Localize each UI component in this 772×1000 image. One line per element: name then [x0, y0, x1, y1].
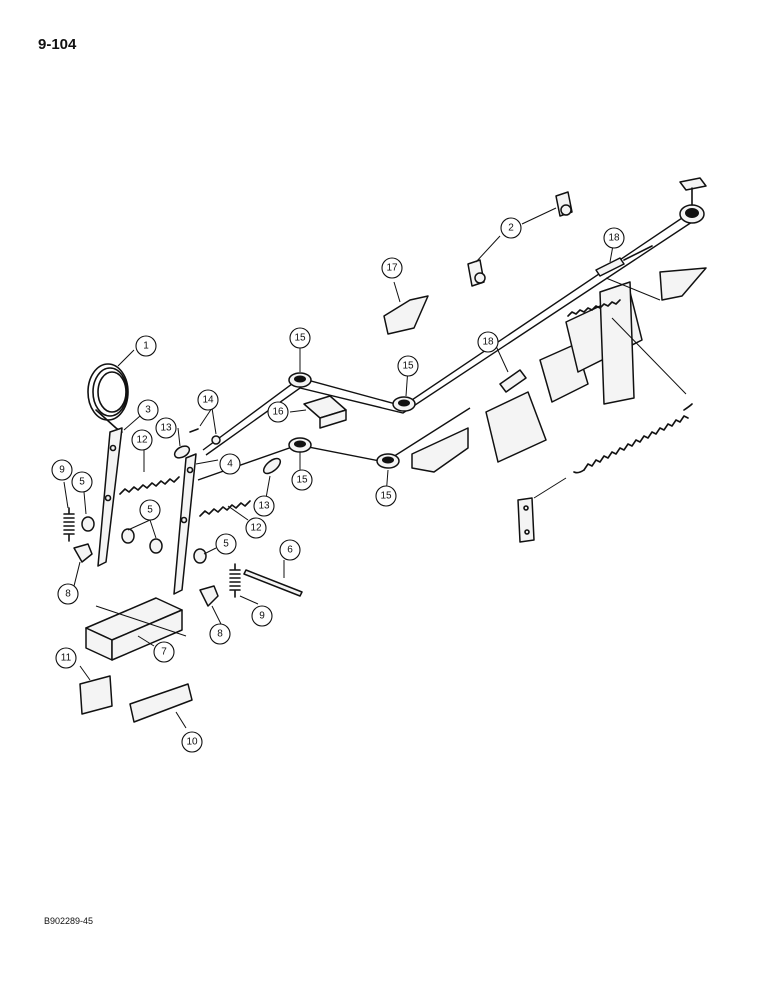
cable-clips: [467, 191, 573, 287]
cable-clevis-left: [173, 445, 191, 459]
pedal-base-bracket: [85, 597, 187, 661]
svg-text:14: 14: [202, 395, 214, 406]
latch-left: [73, 543, 93, 563]
svg-text:9: 9: [259, 611, 265, 622]
callout-17: 17: [381, 257, 403, 279]
upper-cable-return: [205, 221, 693, 456]
callout-5-left: 5: [71, 471, 93, 493]
callout-15-upper-right: 15: [397, 355, 419, 377]
svg-text:7: 7: [161, 647, 167, 658]
pulley-bracket: [303, 395, 347, 429]
callout-15-upper-left: 15: [289, 327, 311, 349]
page-number: 9-104: [38, 36, 77, 53]
callout-13-left: 13: [155, 417, 177, 439]
lower-cable: [197, 407, 471, 481]
svg-text:2: 2: [508, 223, 514, 234]
callout-15-lower-left: 15: [291, 469, 313, 491]
callout-1: 1: [135, 335, 157, 357]
pedal-shaft: [243, 569, 303, 597]
mounting-plate-bottom: [129, 683, 193, 723]
tension-spring-left: [63, 507, 75, 542]
mounting-plate-left: [79, 675, 113, 715]
pulley-upper-left: [288, 372, 312, 388]
svg-text:13: 13: [160, 423, 172, 434]
pulley-lower-right: [376, 453, 400, 469]
callout-18-upper: 18: [603, 227, 625, 249]
pulley-top-right: [679, 177, 707, 224]
pulley-upper-right: [392, 396, 416, 412]
linkage-mechanism: [411, 267, 707, 473]
svg-text:3: 3: [145, 405, 151, 416]
svg-text:18: 18: [482, 337, 494, 348]
svg-text:15: 15: [380, 491, 392, 502]
callout-6: 6: [279, 539, 301, 561]
rod-end-lower: [499, 369, 527, 393]
svg-text:11: 11: [61, 653, 72, 664]
pedal-arm-right: [173, 453, 197, 595]
svg-text:6: 6: [287, 545, 293, 556]
coiled-cable: [87, 363, 129, 433]
svg-text:4: 4: [227, 459, 233, 470]
long-tension-spring: [573, 403, 693, 474]
callout-12-right: 12: [245, 517, 267, 539]
svg-text:1: 1: [143, 341, 149, 352]
svg-text:12: 12: [136, 435, 148, 446]
pedal-arm-left: [97, 427, 123, 567]
callout-11: 11: [55, 647, 77, 669]
return-spring-right: [199, 500, 251, 517]
callout-5-right: 5: [215, 533, 237, 555]
svg-text:5: 5: [79, 477, 85, 488]
callout-18-lower: 18: [477, 331, 499, 353]
svg-text:9: 9: [59, 465, 65, 476]
tension-spring-right: [229, 563, 241, 598]
rod-end-upper: [595, 245, 653, 277]
link-plate: [517, 497, 535, 543]
svg-text:5: 5: [223, 539, 229, 550]
svg-text:5: 5: [147, 505, 153, 516]
clevis-pins: [189, 428, 221, 445]
upper-cable: [202, 213, 689, 451]
support-bracket: [383, 295, 429, 335]
svg-text:17: 17: [386, 263, 398, 274]
cable-clevis-right: [262, 457, 282, 475]
leader-lines: [63, 207, 687, 729]
svg-text:13: 13: [258, 501, 270, 512]
control-cables: [197, 213, 693, 481]
callout-16: 16: [267, 401, 289, 423]
callout-13-right: 13: [253, 495, 275, 517]
svg-text:16: 16: [272, 407, 284, 418]
callout-12-left: 12: [131, 429, 153, 451]
svg-text:15: 15: [402, 361, 414, 372]
callout-15-lower-right: 15: [375, 485, 397, 507]
svg-text:8: 8: [217, 629, 223, 640]
pulley-lower-left: [288, 437, 312, 453]
svg-text:8: 8: [65, 589, 71, 600]
callout-8-left: 8: [57, 583, 79, 605]
callout-8-right: 8: [209, 623, 231, 645]
svg-text:15: 15: [296, 475, 308, 486]
callout-3: 3: [137, 399, 159, 421]
callout-5-center: 5: [139, 499, 161, 521]
svg-text:10: 10: [186, 737, 198, 748]
callout-9-right: 9: [251, 605, 273, 627]
callout-10: 10: [181, 731, 203, 753]
callout-9-left: 9: [51, 459, 73, 481]
svg-text:12: 12: [250, 523, 262, 534]
return-spring-left: [119, 476, 180, 495]
callout-2: 2: [500, 217, 522, 239]
svg-text:18: 18: [608, 233, 620, 244]
callout-14: 14: [197, 389, 219, 411]
bushings: [81, 516, 207, 564]
svg-text:15: 15: [294, 333, 306, 344]
figure-code: B902289-45: [44, 916, 94, 926]
callout-4: 4: [219, 453, 241, 475]
callout-7: 7: [153, 641, 175, 663]
latch-right: [199, 585, 219, 607]
